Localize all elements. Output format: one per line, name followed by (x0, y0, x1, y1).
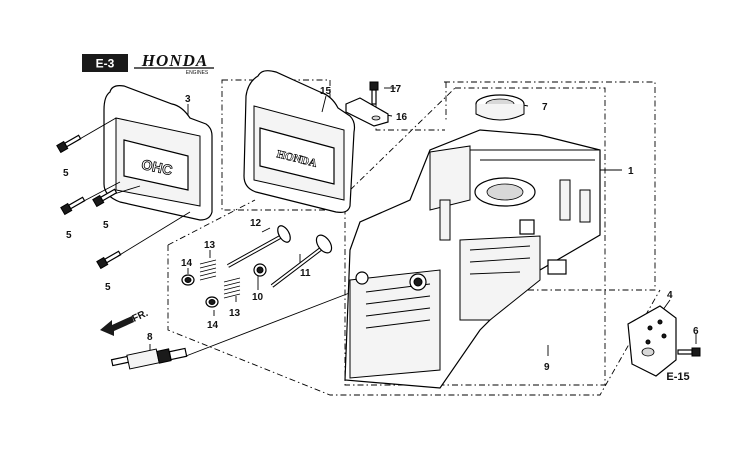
callout-13a: 13 (204, 240, 216, 251)
rocker-cover-ohc: OHC (103, 85, 213, 221)
callout-8: 8 (147, 332, 153, 343)
callout-5d: 5 (105, 282, 111, 293)
callouts: 1 3 4 5 5 5 5 6 7 8 9 10 11 12 13 13 14 … (63, 84, 699, 373)
callout-11: 11 (300, 268, 311, 279)
group-outlines (167, 79, 661, 396)
direction-arrow-icon (100, 316, 134, 336)
callout-16: 16 (396, 112, 408, 123)
front-direction: FR. (100, 308, 150, 336)
callout-4: 4 (667, 290, 673, 301)
page-code-badge (82, 54, 128, 72)
crankcase-block (344, 129, 601, 389)
callout-3: 3 (185, 94, 191, 105)
callout-5a: 5 (63, 168, 69, 179)
callout-9: 9 (544, 362, 550, 373)
side-plate (627, 305, 677, 377)
springs-and-retainers (181, 259, 267, 308)
spring-icon (199, 259, 217, 281)
callout-5b: 5 (66, 230, 72, 241)
cover-ohc-text: OHC (140, 156, 174, 178)
spark-plug (110, 347, 188, 370)
bolt-icon (369, 81, 379, 105)
rocker-cover-honda: HONDA (243, 70, 356, 213)
bolt-icon (92, 188, 118, 208)
callout-1: 1 (628, 166, 634, 177)
callout-15: 15 (320, 86, 332, 97)
callout-14b: 14 (207, 320, 219, 331)
header: E-3 HONDA ENGINES (82, 51, 214, 76)
brand-logo: HONDA (141, 51, 208, 70)
bolt-icon (56, 134, 82, 154)
callout-10: 10 (252, 292, 264, 303)
page-code: E-3 (96, 57, 115, 71)
brand-sub: ENGINES (186, 70, 209, 76)
callout-7: 7 (542, 102, 548, 113)
oil-seal (475, 94, 525, 121)
breather-bracket (345, 97, 389, 127)
callout-5c: 5 (103, 220, 109, 231)
bolt-icon (677, 347, 701, 357)
valves (227, 225, 333, 288)
bolt-icon (96, 250, 122, 270)
spring-icon (223, 277, 241, 299)
reference-code: E-15 (666, 371, 689, 383)
leader-lines (77, 87, 697, 357)
callout-6: 6 (693, 326, 699, 337)
bolts (56, 81, 701, 357)
direction-label: FR. (131, 308, 150, 325)
callout-14a: 14 (181, 258, 193, 269)
callout-17: 17 (390, 84, 402, 95)
bolt-icon (60, 196, 86, 216)
callout-12: 12 (250, 218, 262, 229)
callout-13b: 13 (229, 308, 241, 319)
